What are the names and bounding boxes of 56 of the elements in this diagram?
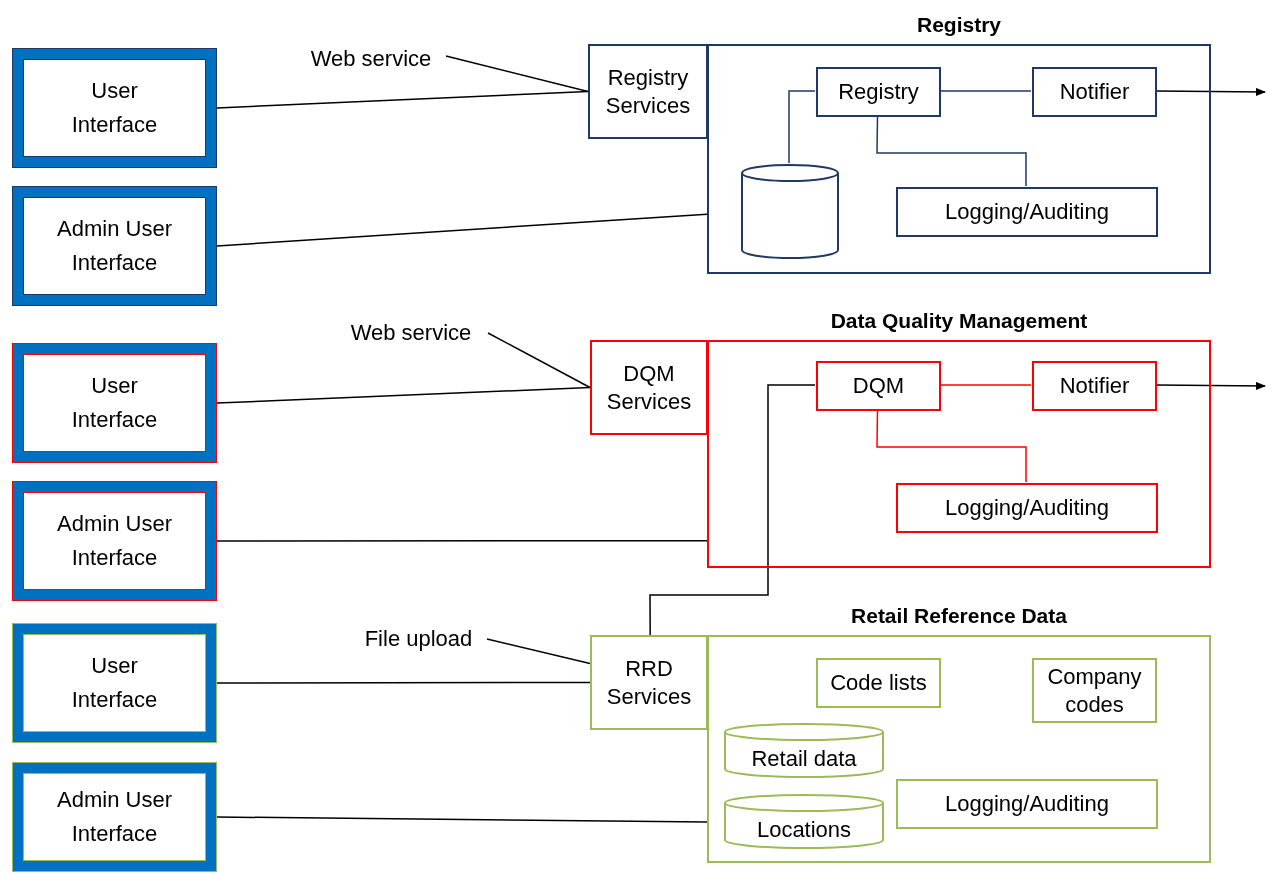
interface-box xyxy=(12,762,217,872)
connector-line xyxy=(445,55,589,93)
service-box xyxy=(590,340,708,435)
connector-line xyxy=(487,332,591,389)
connector-line xyxy=(876,115,1027,187)
box-label: Notifier xyxy=(1059,78,1130,106)
service-box xyxy=(590,635,708,730)
component-box xyxy=(816,361,941,411)
section-heading: Data Quality Management xyxy=(829,308,1089,334)
box-label: Logging/Auditing xyxy=(945,198,1109,226)
box-label: Admin User Interface xyxy=(23,492,206,590)
box-label: RRD Services xyxy=(605,655,693,710)
interface-box xyxy=(12,48,217,168)
component-box xyxy=(816,658,941,708)
component-box xyxy=(896,187,1158,237)
connector-line xyxy=(216,213,708,247)
connector-line xyxy=(216,386,591,404)
box-label: User Interface xyxy=(23,634,206,732)
box-label: Registry xyxy=(838,78,919,106)
box-label: Locations xyxy=(756,815,852,843)
component-box xyxy=(1032,67,1157,117)
connector-line xyxy=(216,681,591,684)
section-heading: Registry xyxy=(916,12,1002,38)
connector-line xyxy=(216,816,708,823)
service-box xyxy=(588,44,708,139)
box-label: Logging/Auditing xyxy=(945,790,1109,818)
annotation-text: File upload xyxy=(350,624,487,654)
interface-box xyxy=(12,623,217,743)
connector-line xyxy=(876,409,1027,483)
interface-box xyxy=(12,481,217,601)
connector-line xyxy=(486,638,591,665)
box-label: User Interface xyxy=(23,59,206,157)
annotation-text: Web service xyxy=(334,318,488,348)
component-box xyxy=(1032,658,1157,723)
section-heading: Retail Reference Data xyxy=(850,603,1068,629)
component-box xyxy=(896,779,1158,829)
box-label: Retail data xyxy=(751,744,857,772)
connector-line xyxy=(788,90,816,164)
connector-line xyxy=(649,384,816,636)
box-label: Admin User Interface xyxy=(23,197,206,295)
box-label: Code lists xyxy=(830,669,927,697)
interface-box xyxy=(12,186,217,306)
box-label: User Interface xyxy=(23,354,206,452)
annotation-text: Web service xyxy=(296,44,446,74)
interface-box xyxy=(12,343,217,463)
box-label: DQM xyxy=(852,372,905,400)
box-label: Company codes xyxy=(1046,663,1143,718)
component-box xyxy=(1032,361,1157,411)
box-label: Admin User Interface xyxy=(23,773,206,861)
box-label: DQM Services xyxy=(605,360,693,415)
component-box xyxy=(816,67,941,117)
component-box xyxy=(896,483,1158,533)
box-label: Logging/Auditing xyxy=(945,494,1109,522)
box-label: Notifier xyxy=(1059,372,1130,400)
connector-line xyxy=(216,539,708,542)
box-label: Registry Services xyxy=(604,64,692,119)
